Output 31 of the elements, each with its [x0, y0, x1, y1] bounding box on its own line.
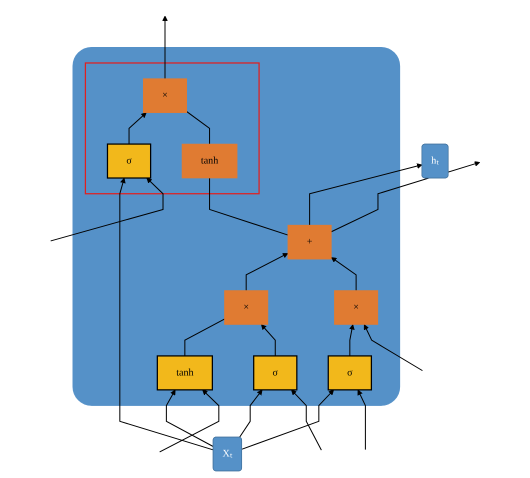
arrow — [166, 390, 214, 448]
node-box: tanh — [156, 355, 213, 390]
arrow — [260, 324, 276, 356]
arrow — [330, 161, 480, 232]
arrow — [119, 178, 214, 450]
node-box: tanh — [181, 144, 238, 178]
arrow — [128, 112, 146, 144]
arrow — [308, 163, 422, 226]
arrow — [242, 390, 334, 450]
node-box: × — [224, 290, 268, 325]
node-box: × — [142, 78, 187, 113]
arrow — [245, 253, 288, 291]
node-box: σ — [327, 355, 372, 390]
node-box: + — [287, 224, 332, 260]
connector — [184, 318, 224, 356]
arrow — [50, 178, 164, 242]
node-box: σ — [106, 143, 151, 179]
arrow — [290, 390, 322, 450]
arrow — [238, 390, 262, 438]
node-box: σ — [252, 355, 298, 390]
arrow — [330, 257, 356, 291]
arrow — [162, 16, 168, 79]
connector — [208, 178, 288, 236]
cluster — [72, 46, 400, 406]
arrow — [348, 324, 354, 356]
connector — [186, 111, 210, 144]
node-box: × — [334, 290, 378, 325]
arrow — [357, 390, 366, 450]
arrow — [159, 390, 220, 452]
arrow — [364, 324, 422, 372]
cluster — [84, 62, 260, 194]
